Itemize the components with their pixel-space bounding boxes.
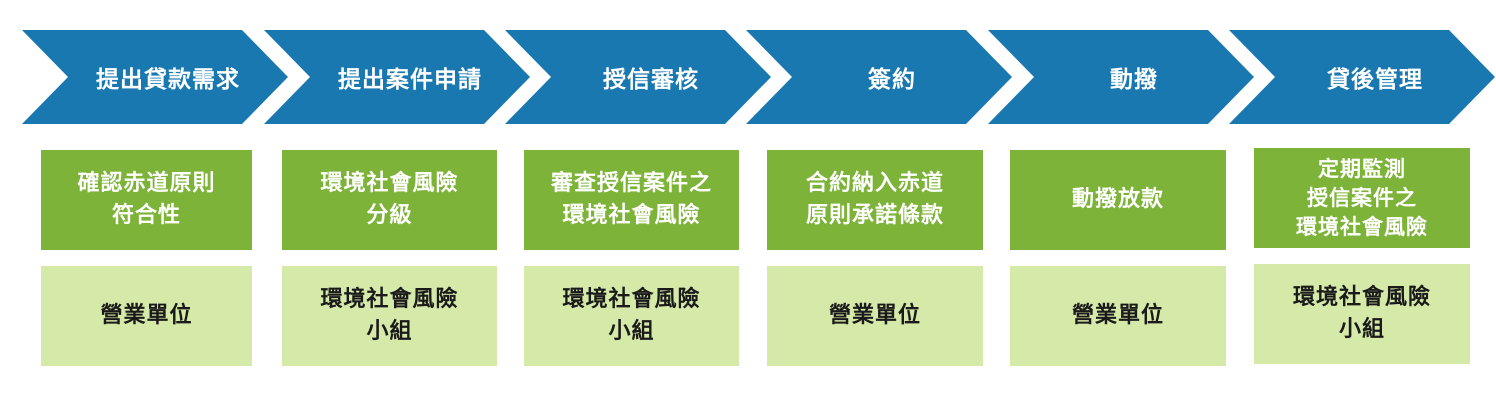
chevron-arrow-shape xyxy=(505,30,771,124)
chevron-arrow-shape xyxy=(22,30,288,124)
action-box: 合約納入赤道 原則承諾條款 xyxy=(767,150,983,250)
stage-chevron: 提出案件申請 xyxy=(264,30,530,124)
stage-chevron: 貸後管理 xyxy=(1229,30,1495,124)
stage-chevron: 授信審核 xyxy=(505,30,771,124)
stage-label: 授信審核 xyxy=(603,67,699,93)
chevron-arrow-shape xyxy=(988,30,1254,124)
stage-label: 提出案件申請 xyxy=(338,67,482,93)
stage-label: 提出貸款需求 xyxy=(96,67,240,93)
action-box: 定期監測 授信案件之 環境社會風險 xyxy=(1254,148,1470,248)
stage-label: 貸後管理 xyxy=(1327,67,1423,93)
stage-label: 動撥 xyxy=(1110,67,1158,93)
owner-box: 環境社會風險 小組 xyxy=(1254,264,1470,364)
stage-label: 簽約 xyxy=(868,67,916,93)
action-box: 環境社會風險 分級 xyxy=(282,150,497,250)
stage-chevron: 提出貸款需求 xyxy=(22,30,288,124)
stage-chevron: 簽約 xyxy=(746,30,1012,124)
action-box: 動撥放款 xyxy=(1010,150,1226,250)
owner-box: 營業單位 xyxy=(41,266,252,366)
chevron-arrow-shape xyxy=(264,30,530,124)
chevron-arrow-shape xyxy=(1229,30,1495,124)
owner-box: 環境社會風險 小組 xyxy=(282,266,497,366)
owner-box: 營業單位 xyxy=(767,266,983,366)
stage-chevron: 動撥 xyxy=(988,30,1254,124)
action-box: 確認赤道原則 符合性 xyxy=(41,150,252,250)
owner-box: 環境社會風險 小組 xyxy=(524,266,739,366)
action-box: 審查授信案件之 環境社會風險 xyxy=(524,150,739,250)
owner-box: 營業單位 xyxy=(1010,266,1226,366)
chevron-arrow-shape xyxy=(746,30,1012,124)
